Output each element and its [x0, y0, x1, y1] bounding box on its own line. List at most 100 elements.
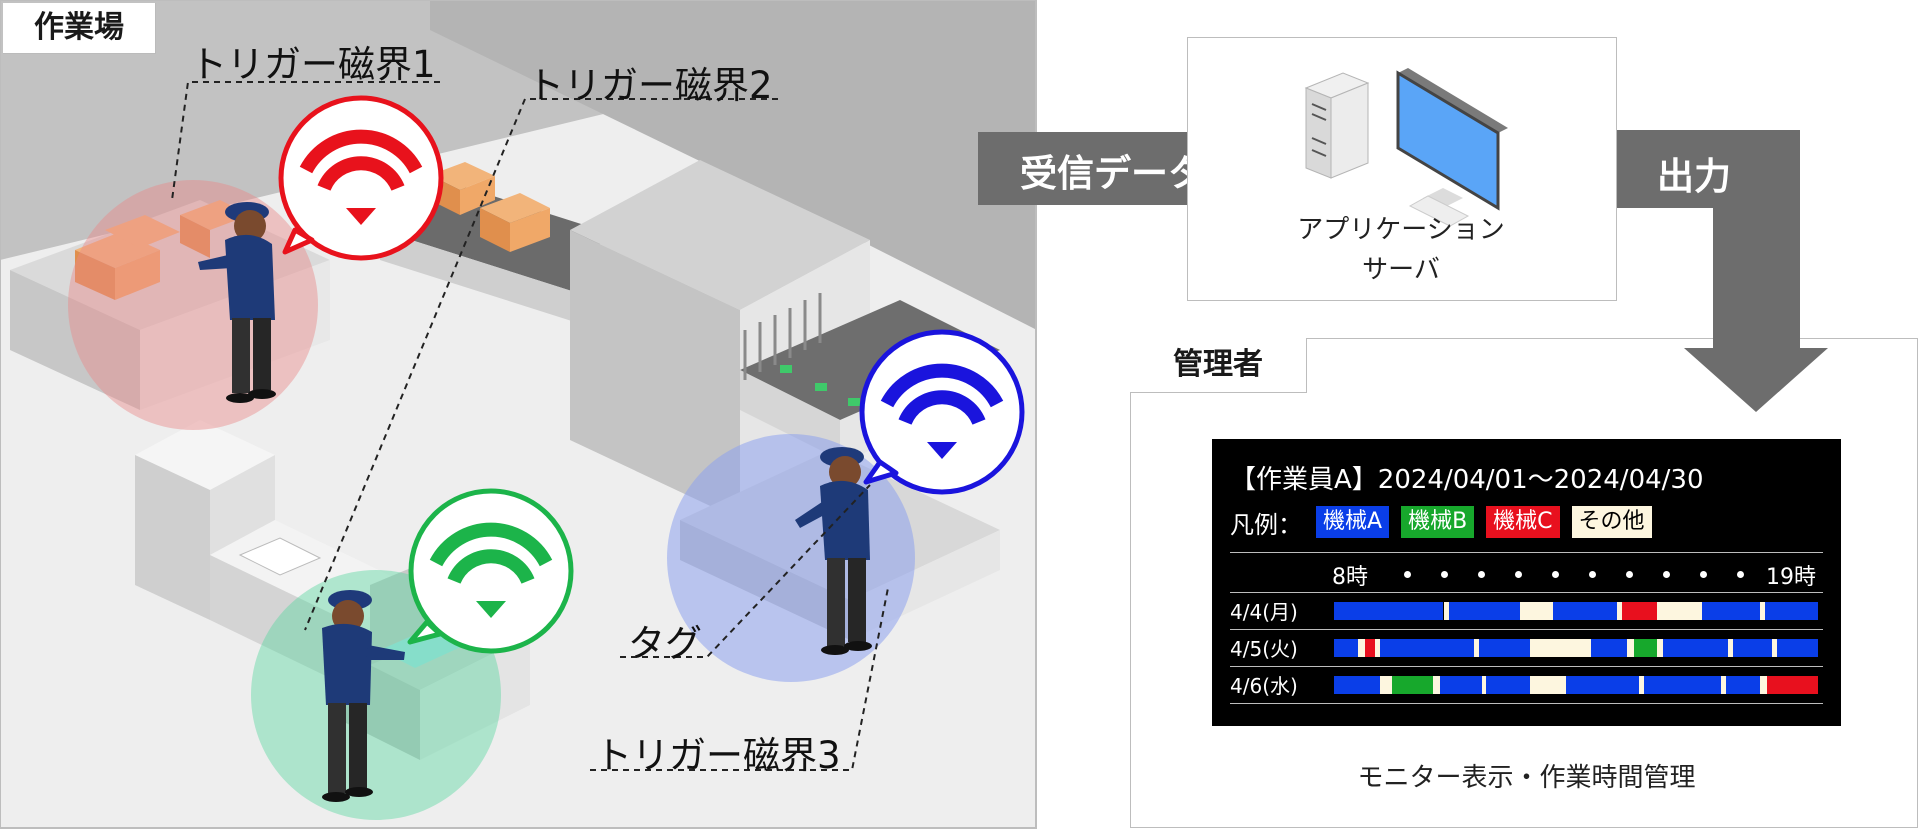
timeline-segment — [1759, 676, 1768, 694]
server-caption-line2: サーバ — [1362, 255, 1440, 285]
timeline-segment — [1375, 639, 1380, 657]
timeline-segment — [1590, 639, 1627, 657]
timeline-segment — [1379, 639, 1475, 657]
timeline-segment — [1433, 676, 1440, 694]
hour-dot — [1404, 571, 1411, 578]
timeline-segment — [1721, 676, 1727, 694]
timeline-segment — [1621, 602, 1658, 620]
legend-machine-c: 機械C — [1486, 506, 1560, 538]
timeline-segment — [1552, 602, 1618, 620]
hour-dot — [1626, 571, 1633, 578]
timeline-segment — [1530, 676, 1567, 694]
timeline-segment — [1392, 676, 1434, 694]
timeline-segment — [1449, 602, 1521, 620]
hour-dot — [1737, 571, 1744, 578]
wifi-icon — [299, 129, 423, 191]
divider — [1230, 552, 1823, 553]
server-panel — [1187, 37, 1617, 301]
timeline-segment — [1759, 602, 1765, 620]
timeline-segment — [1626, 639, 1635, 657]
legend-other: その他 — [1571, 506, 1652, 538]
legend: 凡例： 機械A 機械B 機械C その他 — [1230, 506, 1664, 539]
day-label-4-6: 4/6(水) — [1230, 674, 1298, 698]
timeline-segment — [1365, 639, 1376, 657]
server-caption: アプリケーション サーバ — [1187, 210, 1615, 290]
day-label-4-5: 4/5(火) — [1230, 637, 1298, 661]
divider — [1230, 629, 1823, 630]
workplace-label: 作業場 — [3, 3, 156, 54]
timeline-segment — [1334, 676, 1380, 694]
timeline-segment — [1634, 639, 1658, 657]
output-label: 出力 — [1657, 155, 1731, 198]
timeline-segment — [1776, 639, 1818, 657]
hour-dot — [1441, 571, 1448, 578]
legend-title: 凡例： — [1230, 510, 1302, 539]
divider — [1230, 703, 1823, 704]
timeline-bar-4-5 — [1334, 639, 1818, 657]
timeline-segment — [1764, 602, 1818, 620]
day-label-4-4: 4/4(月) — [1230, 600, 1298, 624]
wifi-bubble-green — [407, 488, 574, 654]
trigger-field-1-label: トリガー磁界1 — [190, 43, 436, 86]
hour-dot — [1552, 571, 1559, 578]
timeline-segment — [1617, 602, 1622, 620]
legend-machine-b: 機械B — [1401, 506, 1475, 538]
hour-dot — [1515, 571, 1522, 578]
timeline-segment — [1486, 676, 1530, 694]
hour-dot — [1589, 571, 1596, 578]
server-computer-icon — [1304, 68, 1508, 227]
worker-3 — [795, 447, 872, 655]
workplace-illustration — [0, 0, 1037, 829]
timeline-segment — [1566, 676, 1639, 694]
timeline-segment — [1439, 676, 1482, 694]
wifi-bubble-red — [278, 95, 444, 261]
timeline-segment — [1772, 639, 1777, 657]
work-time-monitor: 【作業員A】2024/04/01〜2024/04/30 凡例： 機械A 機械B … — [1212, 439, 1841, 726]
wifi-icon — [880, 363, 1004, 425]
timeline-segment — [1481, 676, 1487, 694]
hour-dot — [1663, 571, 1670, 578]
workplace-scene: 作業場 トリガー磁界1 トリガー磁界2 タグ トリガー磁界3 — [0, 0, 1037, 829]
monitor-title: 【作業員A】2024/04/01〜2024/04/30 — [1230, 465, 1704, 495]
wifi-bubble-blue — [859, 329, 1025, 495]
timeline-segment — [1663, 639, 1729, 657]
timeline-segment — [1733, 639, 1773, 657]
timeline-segment — [1334, 602, 1443, 620]
timeline-segment — [1479, 639, 1530, 657]
hour-end-label: 19時 — [1766, 565, 1816, 590]
worker-2 — [322, 590, 405, 802]
timeline-segment — [1530, 639, 1591, 657]
hour-dot — [1478, 571, 1485, 578]
timeline-segment — [1657, 639, 1664, 657]
timeline-segment — [1520, 602, 1553, 620]
divider — [1230, 666, 1823, 667]
timeline-segment — [1657, 602, 1702, 620]
timeline-segment — [1444, 602, 1450, 620]
timeline-segment — [1767, 676, 1818, 694]
timeline-bar-4-4 — [1334, 602, 1818, 620]
timeline-segment — [1358, 639, 1366, 657]
trigger-zone-1 — [68, 180, 318, 430]
hour-dot — [1700, 571, 1707, 578]
timeline-segment — [1638, 676, 1644, 694]
timeline-segment — [1474, 639, 1480, 657]
timeline-segment — [1701, 602, 1760, 620]
trigger-field-2-label: トリガー磁界2 — [527, 64, 773, 107]
admin-label: 管理者 — [1130, 338, 1307, 393]
timeline-segment — [1379, 676, 1393, 694]
worker-1 — [198, 202, 276, 403]
trigger-field-3-label: トリガー磁界3 — [595, 734, 841, 777]
monitor-caption: モニター表示・作業時間管理 — [1357, 763, 1696, 793]
tag-label: タグ — [628, 622, 702, 665]
timeline-bar-4-6 — [1334, 676, 1818, 694]
leader-lines — [171, 81, 889, 771]
divider — [1230, 592, 1823, 593]
server-caption-line1: アプリケーション — [1297, 215, 1505, 245]
timeline-segment — [1726, 676, 1760, 694]
hour-start-label: 8時 — [1332, 565, 1368, 590]
timeline-segment — [1334, 639, 1359, 657]
cardboard-boxes — [75, 162, 550, 300]
received-data-label: 受信データ — [1020, 152, 1205, 195]
timeline-segment — [1728, 639, 1734, 657]
wifi-icon — [429, 522, 553, 584]
